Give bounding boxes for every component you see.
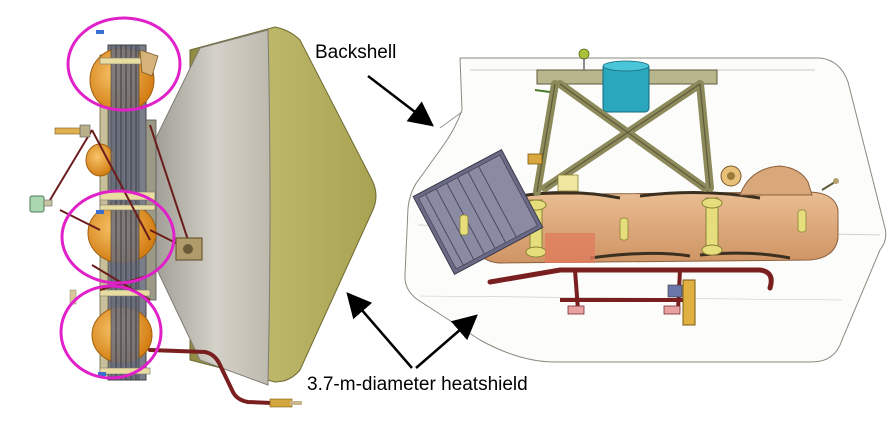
tank-highlight-circles bbox=[59, 16, 182, 380]
arrow-heatshield-left bbox=[346, 292, 413, 369]
backshell-label: Backshell bbox=[315, 42, 397, 63]
highlight-circle-top bbox=[66, 16, 182, 112]
umbilical-pipe bbox=[148, 348, 274, 405]
lower-pipe-frame bbox=[487, 267, 774, 291]
rover-body bbox=[739, 165, 813, 196]
backshell-cone bbox=[149, 29, 271, 386]
callout-arrows bbox=[346, 75, 478, 369]
sky-crane-module bbox=[412, 149, 544, 275]
thruster-bottom-right bbox=[269, 398, 302, 408]
thruster-small bbox=[54, 124, 91, 138]
heatshield-label: 3.7-m-diameter heatshield bbox=[307, 374, 528, 395]
highlight-circle-bottom bbox=[59, 284, 163, 380]
cutaway-view bbox=[404, 48, 887, 363]
antenna-box bbox=[29, 195, 45, 213]
arrow-heatshield-right bbox=[415, 314, 478, 369]
highlight-circle-middle bbox=[60, 189, 176, 285]
side-view bbox=[29, 16, 377, 408]
arrow-backshell bbox=[367, 75, 434, 127]
